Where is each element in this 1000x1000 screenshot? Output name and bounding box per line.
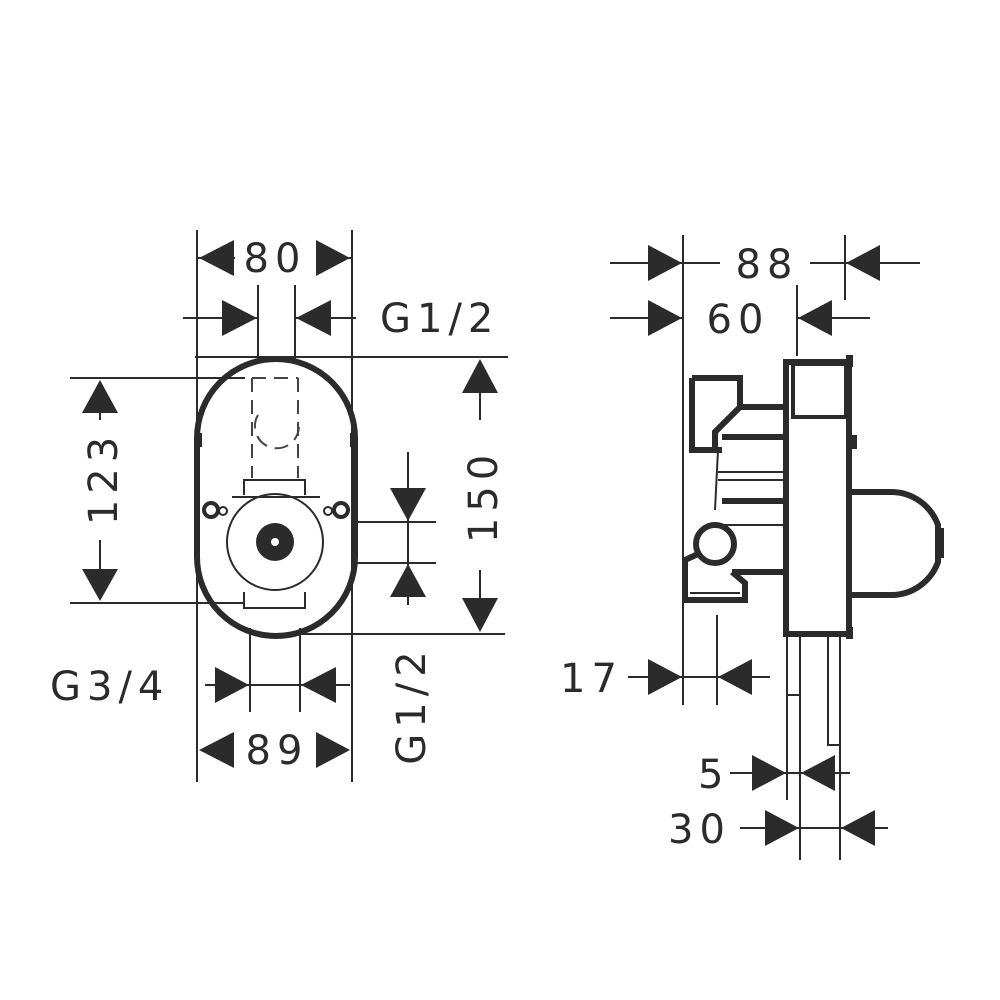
dimension-30: 30 (668, 807, 888, 853)
dim-label-5: 5 (698, 752, 729, 798)
dim-label-30: 30 (668, 807, 731, 853)
dimension-g12-side: G1/2 (389, 452, 435, 765)
dimension-5: 5 (698, 752, 850, 798)
housing-outline (194, 356, 358, 639)
dimension-80: 80 (197, 236, 352, 282)
dimension-88: 88 (610, 242, 920, 288)
dome (852, 489, 941, 598)
body (783, 359, 852, 637)
dim-label-89: 89 (246, 728, 309, 774)
dimension-123: 123 (81, 380, 127, 601)
pipe-right (827, 634, 841, 746)
connector (693, 522, 737, 566)
valve-circle (226, 493, 324, 591)
dim-label-123: 123 (81, 431, 127, 525)
dimension-89: 89 (199, 728, 350, 774)
dim-label-88: 88 (736, 242, 799, 288)
dimension-g12-top: G1/2 (183, 296, 499, 342)
dimension-60: 60 (610, 297, 870, 343)
dimension-17: 17 (560, 656, 770, 702)
side-view: 88 60 17 5 30 (560, 235, 944, 860)
front-view: 80 G1/2 123 150 (50, 230, 508, 782)
dim-label-g34: G3/4 (50, 664, 169, 710)
dim-label-17: 17 (560, 656, 623, 702)
dim-label-80: 80 (244, 236, 307, 282)
dim-label-g12-side: G1/2 (389, 645, 435, 764)
dimension-g34: G3/4 (50, 664, 350, 710)
dim-label-g12-top: G1/2 (380, 296, 499, 342)
pipe-left (786, 634, 801, 696)
dimension-150: 150 (461, 359, 507, 632)
dim-label-60: 60 (707, 297, 770, 343)
dim-label-150: 150 (461, 449, 507, 543)
